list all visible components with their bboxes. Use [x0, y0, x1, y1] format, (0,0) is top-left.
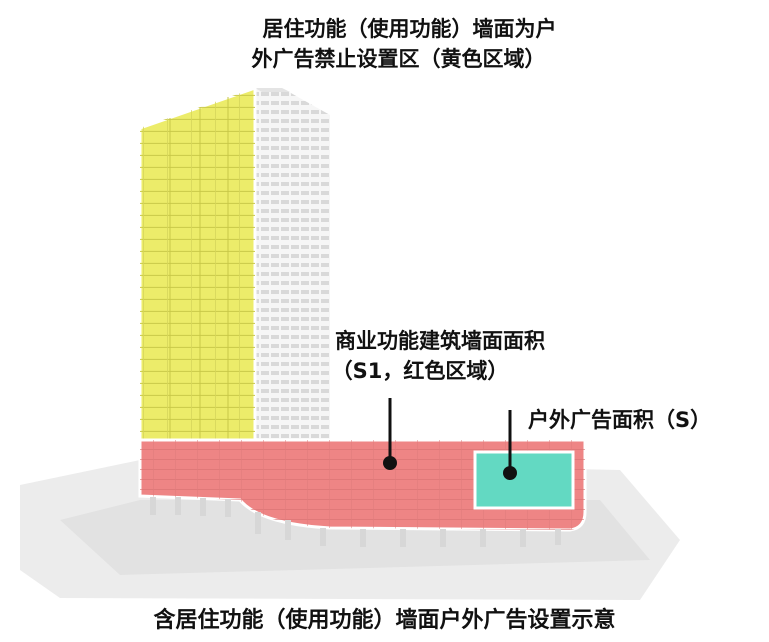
figure-caption: 含居住功能（使用功能）墙面户外广告设置示意	[153, 608, 616, 633]
commercial-label-line1: 商业功能建筑墙面面积	[335, 329, 545, 353]
ad-area-label: 户外广告面积（S）	[528, 408, 712, 432]
ad-zone	[473, 450, 575, 510]
tower-side-edge	[255, 88, 290, 92]
residential-label-line1: 居住功能（使用功能）墙面为户	[262, 17, 557, 41]
residential-zone-label: 居住功能（使用功能）墙面为户 外广告禁止设置区（黄色区域）	[0, 14, 769, 74]
commercial-label-line2: （S1，红色区域）	[331, 359, 509, 383]
residential-label-line2: 外广告禁止设置区（黄色区域）	[251, 47, 546, 71]
commercial-zone-label: 商业功能建筑墙面面积 （S1，红色区域）	[270, 326, 610, 386]
ad-marker-dot	[503, 466, 517, 480]
podium-columns	[150, 497, 561, 547]
commercial-marker-dot	[383, 456, 397, 470]
tower-side-face	[255, 88, 330, 440]
